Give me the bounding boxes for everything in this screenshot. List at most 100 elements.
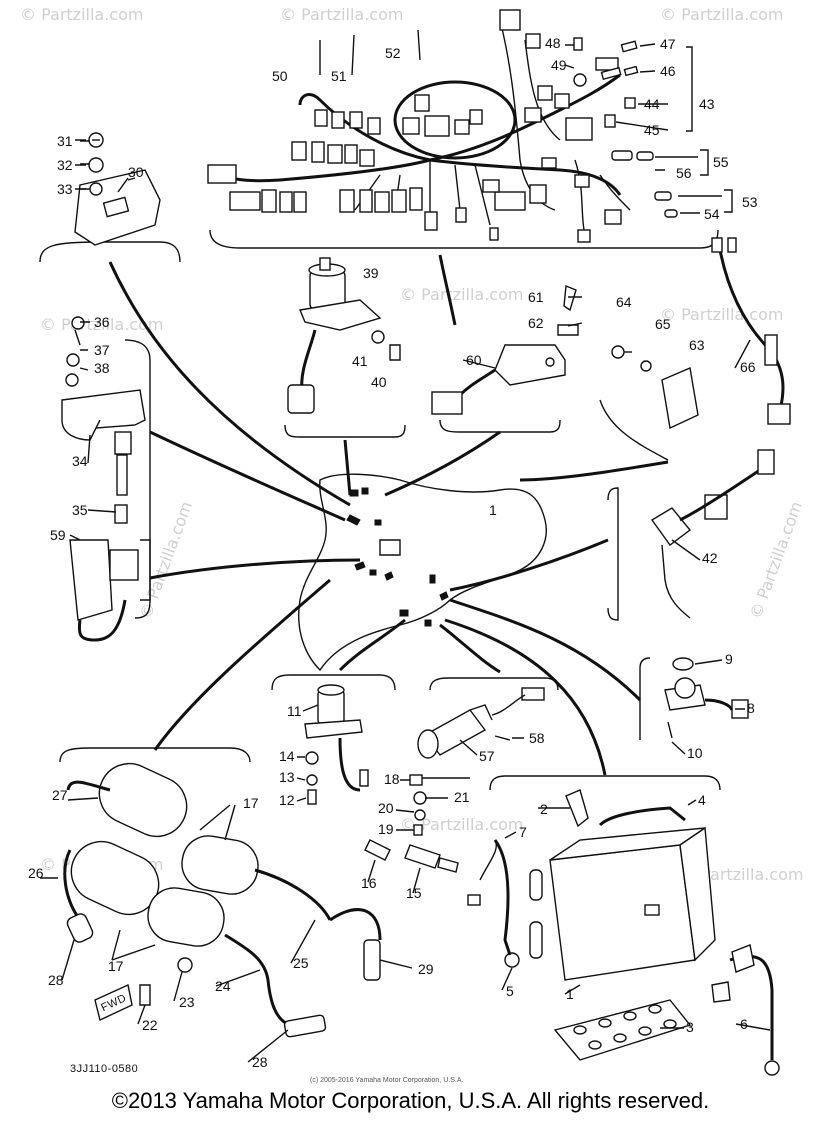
callout-57: 57	[479, 748, 495, 764]
callout-8: 8	[747, 700, 755, 716]
callout-30: 30	[128, 164, 144, 180]
starter-relay-59	[69, 539, 151, 642]
callout-5: 5	[506, 983, 514, 999]
callout-32: 32	[57, 157, 73, 173]
callout-1: 1	[566, 986, 574, 1002]
callout-20: 20	[378, 800, 394, 816]
callout-17: 17	[243, 795, 259, 811]
callout-12: 12	[279, 792, 295, 808]
callout-40: 40	[371, 374, 387, 390]
callout-25: 25	[293, 955, 309, 971]
small-copyright: (c) 2005-2016 Yamaha Motor Corporation, …	[310, 1077, 463, 1084]
connector-parts-top-right	[573, 37, 733, 218]
copyright-notice: ©2013 Yamaha Motor Corporation, U.S.A. A…	[111, 1088, 710, 1113]
callout-3: 3	[686, 1019, 694, 1035]
callout-39: 39	[363, 265, 379, 281]
callout-4: 4	[698, 792, 706, 808]
watermark: © Partzilla.com	[40, 315, 163, 334]
callout-23: 23	[179, 994, 195, 1010]
oil-level-switch-8	[664, 657, 749, 739]
callout-51: 51	[331, 68, 347, 84]
callout-64: 64	[616, 294, 632, 310]
watermark: © Partzilla.com	[660, 5, 783, 24]
callout-19: 19	[378, 821, 394, 837]
callout-55: 55	[713, 154, 729, 170]
neutral-switch-42	[650, 449, 775, 619]
horn-57	[417, 677, 559, 759]
callout-18: 18	[384, 771, 400, 787]
callout-61: 61	[528, 289, 544, 305]
callout-46: 46	[660, 63, 676, 79]
callout-16: 16	[361, 875, 377, 891]
battery-assembly	[467, 775, 780, 1076]
callout-27: 27	[52, 787, 68, 803]
callout-28: 28	[48, 972, 64, 988]
callout-62: 62	[528, 315, 544, 331]
callout-leaders-right	[40, 296, 771, 1063]
callout-52: 52	[385, 45, 401, 61]
callout-36: 36	[94, 314, 110, 330]
callout-56: 56	[676, 165, 692, 181]
callout-1: 1	[489, 502, 497, 518]
callout-6: 6	[740, 1016, 748, 1032]
leader-lines	[108, 254, 669, 776]
callout-26: 26	[28, 865, 44, 881]
callout-9: 9	[725, 651, 733, 667]
callout-38: 38	[94, 360, 110, 376]
cdi-unit-30	[74, 132, 161, 246]
callout-45: 45	[644, 122, 660, 138]
callout-29: 29	[418, 961, 434, 977]
callout-42: 42	[702, 550, 718, 566]
callout-66: 66	[740, 359, 756, 375]
callout-37: 37	[94, 342, 110, 358]
rectifier-regulator-34	[61, 316, 151, 619]
callout-47: 47	[660, 36, 676, 52]
watermark: © Partzilla.com	[660, 305, 783, 324]
battery-mat-dots	[573, 1004, 677, 1050]
relay-60	[431, 285, 579, 433]
watermark: © Partzilla.com	[136, 499, 196, 622]
callout-13: 13	[279, 769, 295, 785]
ignition-coils: FWD	[59, 747, 382, 1038]
callout-14: 14	[279, 748, 295, 764]
callout-60: 60	[466, 352, 482, 368]
main-switch-39	[284, 257, 406, 438]
callout-15: 15	[406, 885, 422, 901]
callout-49: 49	[551, 57, 567, 73]
callout-50: 50	[272, 68, 288, 84]
callout-7: 7	[519, 824, 527, 840]
callout-63: 63	[689, 337, 705, 353]
callout-21: 21	[454, 789, 470, 805]
callout-31: 31	[57, 133, 73, 149]
callout-43: 43	[699, 96, 715, 112]
callout-33: 33	[57, 181, 73, 197]
callout-2: 2	[540, 801, 548, 817]
callout-leaders	[79, 29, 575, 513]
callout-35: 35	[72, 502, 88, 518]
sender-unit-11	[271, 674, 396, 805]
callout-28: 28	[252, 1054, 268, 1070]
watermark: © Partzilla.com	[280, 5, 403, 24]
motorcycle-frame-outline	[298, 473, 547, 672]
watermark: © Partzilla.com	[400, 815, 523, 834]
callout-numbers: 1 1 2 3 4 5 6 7 8 9 10 11 12 13 14 15 16…	[28, 35, 758, 1070]
callout-10: 10	[687, 745, 703, 761]
callout-22: 22	[142, 1017, 158, 1033]
callout-53: 53	[742, 194, 758, 210]
watermark: © Partzilla.com	[400, 285, 523, 304]
diagram-code: 3JJ110-0580	[70, 1063, 138, 1075]
watermark: © Partzilla.com	[20, 5, 143, 24]
watermark: © Partzilla.com	[746, 499, 806, 622]
callout-48: 48	[545, 35, 561, 51]
callout-59: 59	[50, 527, 66, 543]
callout-58: 58	[529, 730, 545, 746]
callout-11: 11	[287, 703, 302, 719]
flasher-relay-63	[599, 237, 791, 461]
callout-54: 54	[704, 206, 720, 222]
callout-65: 65	[655, 316, 671, 332]
callout-41: 41	[352, 353, 368, 369]
watermark: © Partzilla.com	[680, 865, 803, 884]
callout-17: 17	[108, 958, 124, 974]
